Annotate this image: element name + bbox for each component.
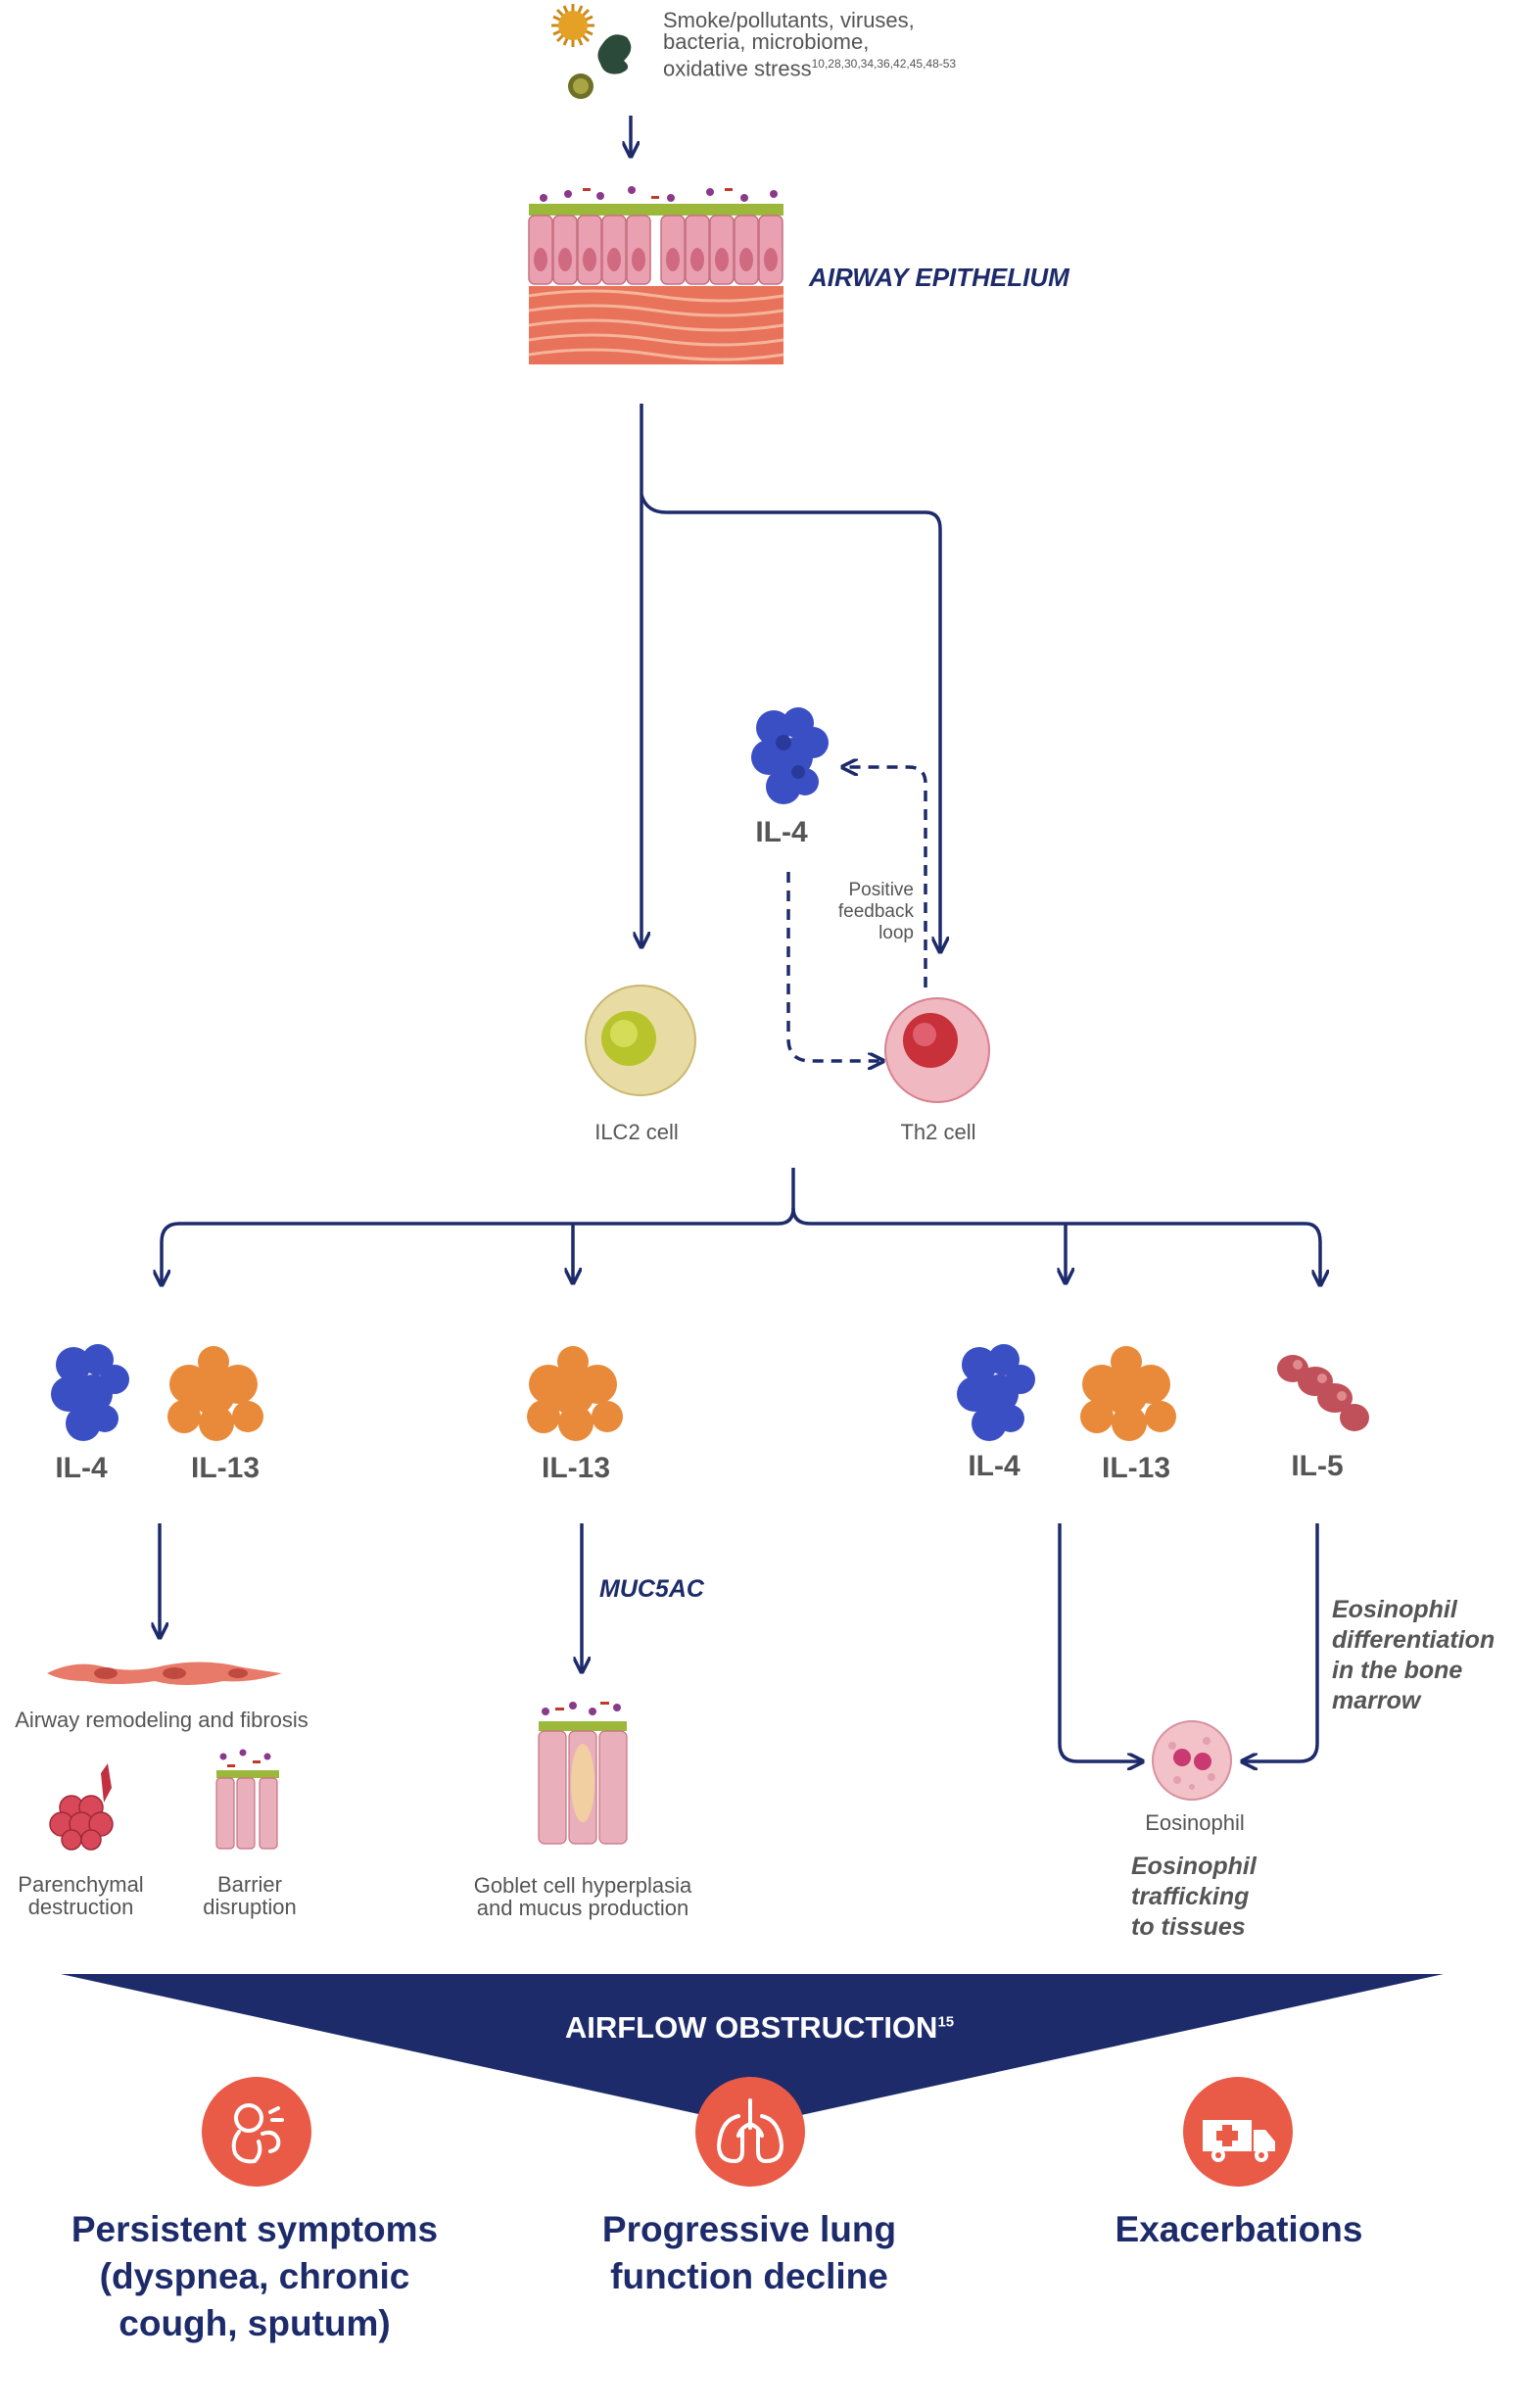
- bracket-stem: [162, 1168, 795, 1283]
- th2-label: Th2 cell: [900, 1120, 976, 1144]
- eosinophil-cell-image: [1152, 1720, 1232, 1801]
- group3-il13-label: IL-13: [1101, 1452, 1171, 1484]
- pathogens-icon: [551, 4, 632, 99]
- goblet-label: Goblet cell hyperplasia and mucus produc…: [455, 1874, 710, 1919]
- barrier-label: Barrier disruption: [181, 1873, 318, 1918]
- arrow-il4-il13-to-eosinophil: [1058, 1523, 1141, 1761]
- airway-epithelium-image: [528, 186, 784, 364]
- outcome-lung-decline: Progressive lung function decline: [548, 2206, 950, 2300]
- ilc2-cell-image: [585, 985, 696, 1096]
- group1-il4-protein-icon: [51, 1344, 129, 1441]
- barrier-line-2: disruption: [203, 1895, 297, 1919]
- alveoli-image: [49, 1763, 114, 1851]
- eos-diff-line-1: Eosinophil: [1332, 1596, 1457, 1623]
- lungs-icon: [695, 2077, 805, 2187]
- banner-ref: 15: [937, 2013, 955, 2031]
- eosinophil-differentiation-note: Eosinophil differentiation in the bone m…: [1332, 1595, 1518, 1716]
- eos-diff-line-3: in the bone: [1332, 1657, 1463, 1684]
- group1-il13-label: IL-13: [190, 1452, 261, 1484]
- eos-diff-line-2: differentiation: [1332, 1626, 1495, 1654]
- group1-il4-label: IL-4: [55, 1452, 108, 1484]
- feedback-line-3: loop: [878, 923, 914, 943]
- parenchymal-line-2: destruction: [27, 1895, 134, 1919]
- bracket-right: [791, 1207, 1320, 1283]
- goblet-cell-image: [538, 1702, 628, 1845]
- eos-traffic-line-2: trafficking: [1131, 1883, 1250, 1910]
- il5-protein-icon: [1277, 1355, 1369, 1431]
- barrier-line-1: Barrier: [216, 1872, 282, 1897]
- feedback-loop-dashed: [844, 767, 927, 987]
- eosinophil-label: Eosinophil: [1145, 1810, 1245, 1835]
- eos-diff-line-4: marrow: [1332, 1687, 1421, 1714]
- ilc2-label: ILC2 cell: [594, 1120, 679, 1144]
- arrow-il5-to-eosinophil: [1244, 1523, 1319, 1761]
- trigger-text: Smoke/pollutants, viruses, bacteria, mic…: [663, 10, 956, 79]
- airflow-obstruction-banner: [61, 1974, 1444, 2126]
- feedback-note: Positive feedback loop: [821, 880, 914, 944]
- feedback-line-2: feedback: [837, 901, 914, 922]
- eosinophil-trafficking-note: Eosinophil trafficking to tissues: [1131, 1852, 1298, 1943]
- muc5ac-label: MUC5AC: [599, 1575, 704, 1603]
- group3-il5-label: IL-5: [1291, 1450, 1344, 1482]
- trigger-refs: 10,28,30,34,36,42,45,48-53: [811, 57, 957, 71]
- remodeling-label: Airway remodeling and fibrosis: [15, 1708, 309, 1732]
- feedback-line-1: Positive: [848, 880, 914, 900]
- group2-il13-protein-icon: [527, 1346, 623, 1441]
- airway-epithelium-label: AIRWAY EPITHELIUM: [809, 263, 1069, 292]
- group2-il13-label: IL-13: [541, 1452, 611, 1484]
- goblet-line-1: Goblet cell hyperplasia: [473, 1873, 692, 1898]
- arrow-epithelium-to-th2: [640, 494, 940, 950]
- banner-title: AIRFLOW OBSTRUCTION15: [564, 2010, 955, 2045]
- outcome-exacerbations: Exacerbations: [1038, 2206, 1440, 2253]
- ambulance-icon: [1183, 2077, 1293, 2187]
- parenchymal-line-1: Parenchymal: [18, 1872, 144, 1897]
- group1-il13-protein-icon: [167, 1346, 263, 1441]
- barrier-disruption-image: [215, 1749, 279, 1850]
- goblet-line-2: and mucus production: [476, 1896, 689, 1920]
- fibroblast-cells-image: [47, 1662, 282, 1685]
- outcome-2-line-2: function decline: [610, 2256, 888, 2296]
- il4-protein-icon: [751, 707, 829, 804]
- trigger-line-2: bacteria, microbiome,: [663, 29, 870, 54]
- il4-top-label: IL-4: [755, 816, 808, 848]
- outcome-1-line-2: (dyspnea, chronic: [99, 2256, 410, 2296]
- group3-il4-protein-icon: [957, 1344, 1035, 1441]
- outcome-persistent-symptoms: Persistent symptoms (dyspnea, chronic co…: [39, 2206, 470, 2347]
- eos-traffic-line-1: Eosinophil: [1131, 1853, 1257, 1880]
- outcome-1-line-1: Persistent symptoms: [71, 2209, 439, 2249]
- parenchymal-label: Parenchymal destruction: [0, 1873, 162, 1918]
- group3-il13-protein-icon: [1080, 1346, 1176, 1441]
- outcome-1-line-3: cough, sputum): [119, 2303, 391, 2343]
- trigger-line-1: Smoke/pollutants, viruses,: [663, 8, 915, 32]
- group3-il4-label: IL-4: [968, 1450, 1021, 1482]
- th2-cell-image: [884, 997, 990, 1103]
- outcome-3-line-1: Exacerbations: [1115, 2209, 1363, 2249]
- eos-traffic-line-3: to tissues: [1131, 1913, 1246, 1941]
- trigger-line-3: oxidative stress10,28,30,34,36,42,45,48-…: [663, 56, 957, 81]
- outcome-2-line-1: Progressive lung: [601, 2209, 897, 2249]
- cough-person-icon: [202, 2077, 311, 2187]
